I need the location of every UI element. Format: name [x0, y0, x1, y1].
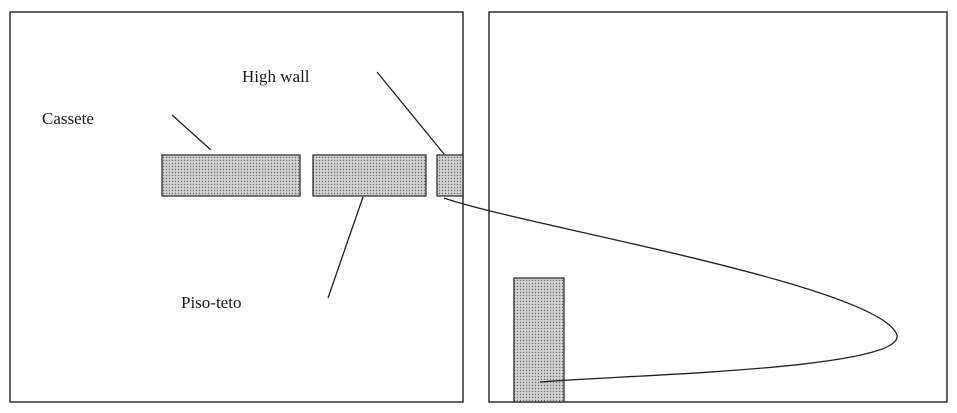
side-view-unit	[513, 277, 565, 403]
cassete-unit	[161, 154, 301, 197]
piso-teto-label: Piso-teto	[181, 293, 241, 312]
left-room-frame	[9, 11, 464, 403]
right-room-frame	[488, 11, 948, 403]
piso-teto-leader-line	[327, 196, 364, 299]
high-wall-leader-line	[376, 71, 445, 155]
cassete-leader-line	[171, 114, 212, 151]
piso-teto-unit	[312, 154, 427, 197]
air-throw-curve	[443, 197, 898, 383]
cassete-label: Cassete	[42, 109, 94, 128]
high-wall-unit	[436, 154, 464, 197]
high-wall-label: High wall	[242, 67, 310, 86]
